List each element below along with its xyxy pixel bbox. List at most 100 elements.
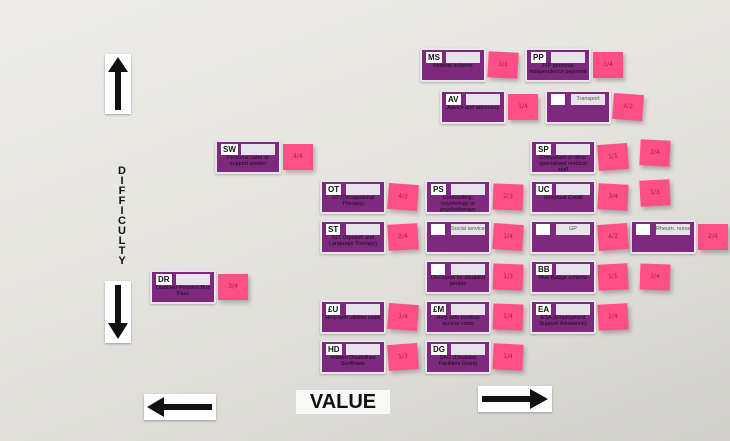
sticky-note[interactable]: 4/4 [283,144,313,170]
card-code: £U [326,304,341,315]
card-code: £M [431,304,447,315]
card-title: ESA (Employment Support Allowance) [539,315,587,327]
card-box [346,304,380,315]
sticky-note[interactable]: 1/4 [508,94,538,120]
card-code: PP [531,52,546,63]
sticky-note[interactable]: 4/2 [597,222,629,252]
card-code: AV [446,94,461,105]
card-handwritten: Rheum. nurse [656,224,691,235]
sticky-note[interactable]: 4/2 [612,92,644,122]
card-title: OT (Occupational Therapy) [331,195,375,207]
card-box [241,144,275,155]
sticky-note[interactable]: 2/3 [492,183,524,211]
sticky-note[interactable]: 1/1 [597,263,629,291]
card-handwritten: GP [556,224,590,235]
service-card-nurse[interactable]: Rheum. nurse [630,220,696,254]
service-card-transport[interactable]: Transport [545,90,611,124]
card-code [636,224,650,235]
card-code: MS [426,52,442,63]
sticky-note[interactable]: 2/4 [639,139,671,167]
sticky-note[interactable]: 2/4 [597,303,629,331]
sticky-note[interactable]: 1/4 [593,52,623,78]
card-handwritten: Social services [451,224,488,235]
arrow-right-icon [482,389,548,409]
card-box [556,144,590,155]
card-box [551,52,585,63]
arrow-left-icon [147,397,212,417]
sticky-note[interactable]: 1/4 [387,302,419,332]
card-box [451,264,485,275]
difficulty-label: DIFFICULTY [116,165,128,265]
card-box [346,344,380,355]
card-handwritten: Transport [571,94,605,105]
card-box [176,274,210,285]
card-code: HD [326,344,342,355]
card-title: Universal Credit [543,195,583,201]
card-title: Help with utilities costs [325,315,381,321]
sticky-note[interactable]: 3/4 [639,263,671,291]
card-code: ST [326,224,341,235]
card-box [451,184,485,195]
value-label: VALUE [296,390,390,414]
card-title: DFG (Disabled Facilities Grant) [438,355,478,367]
sticky-note[interactable]: 1/3 [387,342,419,372]
card-box [466,94,500,105]
sticky-note[interactable]: 2/4 [387,223,419,251]
card-code: DG [431,344,447,355]
sticky-note[interactable]: 3/4 [597,183,629,211]
service-card-social-services[interactable]: Social services [425,220,491,254]
card-title: Advice and advocacy [447,105,499,111]
sticky-note[interactable]: 1/1 [597,142,629,172]
card-title: Hidden Disabilities Sunflower [330,355,376,367]
card-code: UC [536,184,552,195]
arrow-up [105,54,131,114]
card-code: DR [156,274,172,285]
card-box [451,304,485,315]
card-title: SLT (Speech and Language Therapy) [329,235,377,247]
arrow-up-icon [108,57,128,110]
card-code: OT [326,184,342,195]
sticky-note[interactable]: 3/4 [218,274,248,300]
sticky-note[interactable]: 2/4 [698,224,728,250]
card-code [536,224,550,235]
card-title: PIP personal independence payment [529,63,587,75]
sticky-note[interactable]: 1/3 [639,179,671,207]
sticky-note[interactable]: 1/4 [492,343,524,371]
card-box [451,344,485,355]
card-box [556,304,590,315]
card-title: Consultant or other specialised medical … [539,155,587,173]
card-box [346,184,380,195]
card-box [556,264,590,275]
sticky-note[interactable]: 1/4 [492,222,524,252]
card-title: Help with medical access costs [436,315,480,327]
arrow-right [478,386,552,412]
card-box [346,224,380,235]
sticky-note[interactable]: 4/2 [387,182,419,212]
sticky-note[interactable]: 1/4 [492,303,524,331]
sticky-note[interactable]: 1/3 [492,263,524,291]
card-title: Counselling, psychology or psychotherapy [440,195,476,213]
card-code: BB [536,264,552,275]
service-card-gp[interactable]: GP [530,220,596,254]
sticky-note[interactable]: 1/1 [487,51,519,79]
service-card-discounts[interactable]: Discounts for disabled people [425,260,491,294]
card-box [556,184,590,195]
card-code [431,224,445,235]
card-title: Personal carer or support worker [226,155,270,167]
